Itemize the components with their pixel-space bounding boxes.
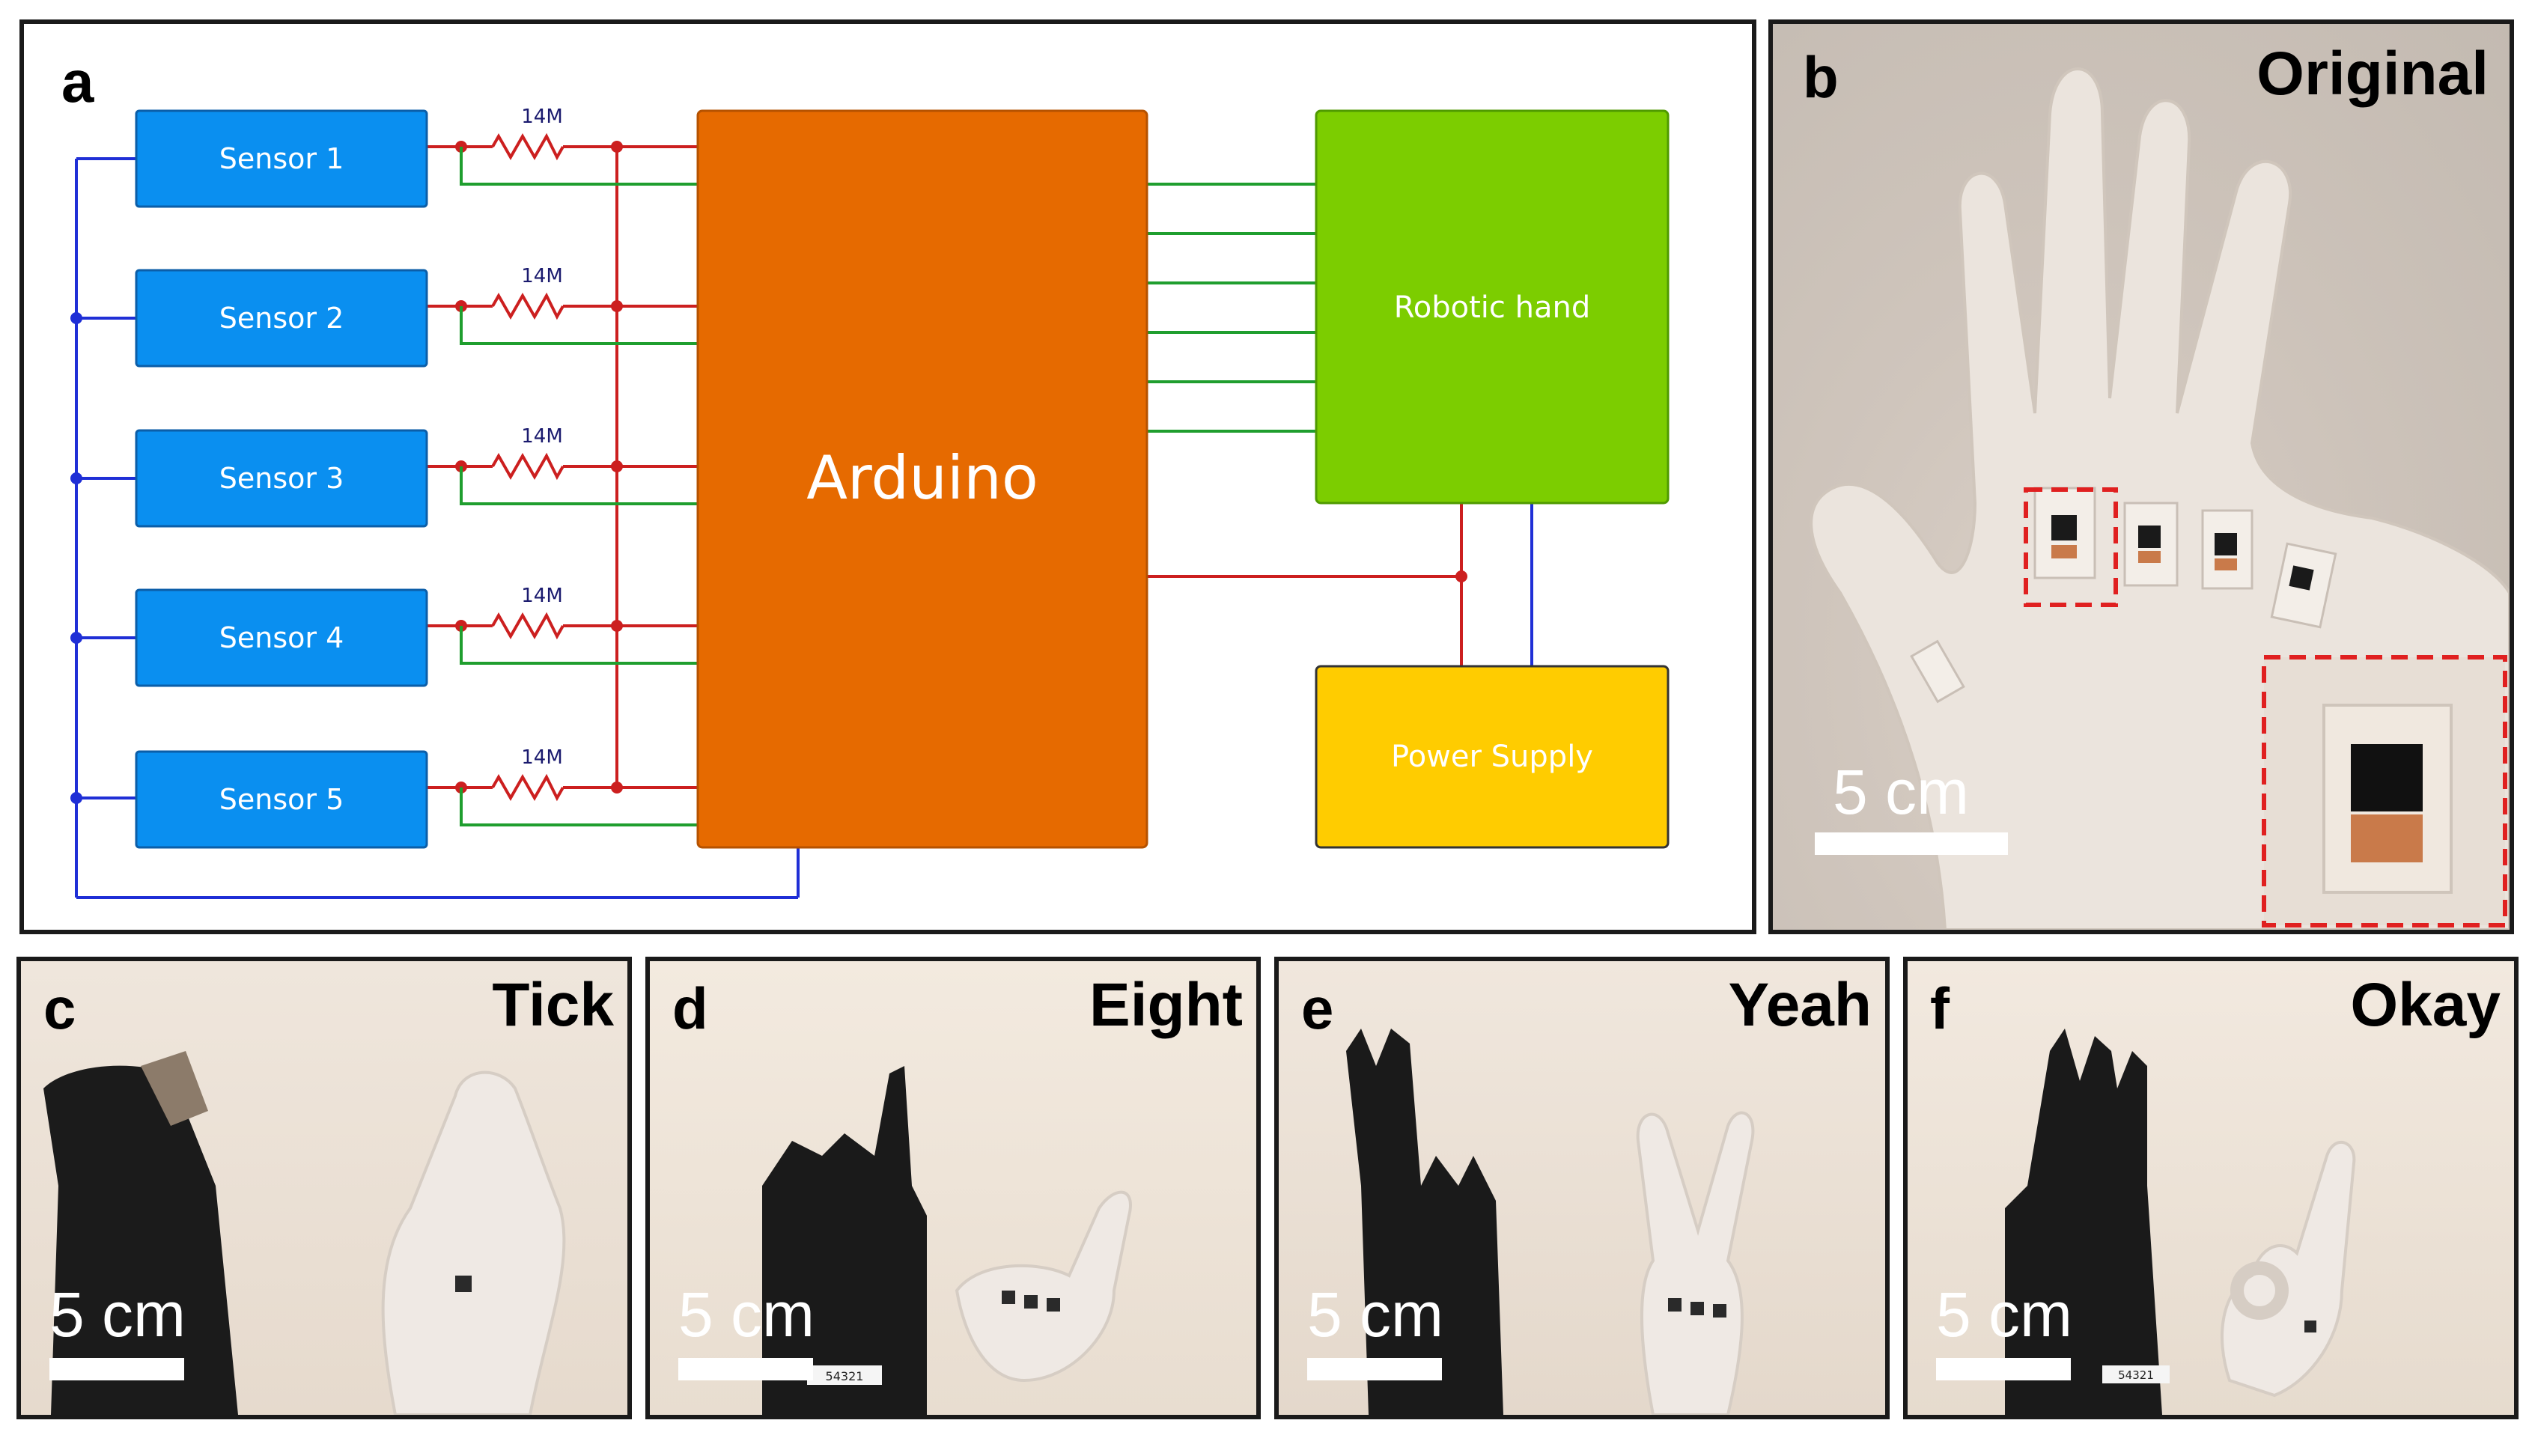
inset-zoom: [2262, 655, 2507, 927]
sensor-5-label: Sensor 5: [219, 783, 344, 816]
glove-sensor-d3: [1047, 1298, 1060, 1312]
panel-f-title: Okay: [2350, 971, 2501, 1039]
panel-d-title: Eight: [1089, 971, 1243, 1039]
panel-d-background: [650, 961, 1256, 1415]
panel-c-illustration: [43, 1051, 566, 1415]
panel-e-scale-bar: [1307, 1358, 1442, 1380]
power-supply-block: [1315, 665, 1670, 849]
robot-hand-e: [1346, 1029, 1503, 1415]
panel-a-circuit-diagram: a: [19, 19, 1756, 934]
panel-b-letter: b: [1803, 44, 1839, 110]
panel-f-letter: f: [1930, 975, 1950, 1041]
panel-c-title: Tick: [492, 971, 614, 1039]
robot-hand-f: [2005, 1029, 2162, 1415]
panel-e-scale-label: 5 cm: [1307, 1279, 1444, 1350]
glove-illustration: [1810, 67, 2510, 930]
glove-sensor-e3: [1713, 1304, 1726, 1318]
arduino-block: [696, 109, 1148, 849]
panel-b-scale-label: 5 cm: [1833, 757, 1970, 827]
panel-c-scale-label: 5 cm: [49, 1279, 186, 1350]
sensor-labels: Sensor 1 Sensor 2 Sensor 3 Sensor 4 Sens…: [219, 142, 344, 816]
robotic-hand-block: [1315, 109, 1670, 505]
resistor-label-4: 14M: [521, 585, 563, 607]
panel-d-illustration: 54321: [762, 1066, 1132, 1415]
resistor-label-2: 14M: [521, 265, 563, 287]
ok-ring-f: [2230, 1261, 2289, 1320]
sensor-chip-4: [2289, 565, 2314, 591]
circuit-diagram: 14M 14M 14M 14M 14M: [70, 106, 1670, 899]
ground-junctions: [70, 312, 82, 804]
glove-sensor-d1: [1002, 1291, 1015, 1304]
sensor-5-block: [135, 750, 428, 849]
sensor-2-block: [135, 269, 428, 368]
robot-tag-d-text: 54321: [826, 1369, 864, 1383]
resistor-label-1: 14M: [521, 106, 563, 128]
panel-b-glove-photo: b Original 5 cm: [1768, 19, 2514, 934]
robot-tag-d: [807, 1365, 882, 1385]
sensor-3-block: [135, 429, 428, 528]
panel-c-letter: c: [43, 975, 76, 1041]
panel-e-title: Yeah: [1728, 971, 1872, 1039]
sensor-1-block: [135, 109, 428, 208]
ground-bus: [75, 157, 1533, 899]
sensor-2-label: Sensor 2: [219, 302, 344, 335]
panel-f-scale-bar: [1936, 1358, 2071, 1380]
sensor-contact-1: [2051, 545, 2077, 558]
robot-hand-c: [43, 1065, 238, 1415]
sensor-chip-2: [2138, 526, 2161, 548]
glove-sensor-d2: [1024, 1295, 1038, 1309]
panel-a-letter: a: [61, 49, 94, 115]
sensor-1-label: Sensor 1: [219, 142, 344, 175]
signal-wires: [460, 147, 1316, 826]
panel-d-letter: d: [672, 975, 708, 1041]
resistor-labels: 14M 14M 14M 14M 14M: [521, 106, 563, 769]
robot-tag-f-text: 54321: [2118, 1368, 2154, 1382]
resistor-label-5: 14M: [521, 746, 563, 769]
glove-sensor-c: [455, 1276, 472, 1292]
resistor-label-3: 14M: [521, 425, 563, 448]
sensor-contact-2: [2138, 551, 2161, 563]
panel-f-okay-photo: 54321 f Okay 5 cm: [1903, 957, 2519, 1419]
panel-f-scale-label: 5 cm: [1936, 1279, 2073, 1350]
gloved-hand-e: [1636, 1111, 1755, 1415]
power-supply-label: Power Supply: [1391, 740, 1593, 774]
robotic-hand-label: Robotic hand: [1394, 290, 1590, 325]
sensor-blocks: [135, 109, 428, 849]
robot-finger-c: [141, 1051, 208, 1126]
panel-e-letter: e: [1301, 975, 1334, 1041]
panel-f-illustration: 54321: [2005, 1029, 2356, 1415]
glove-sensor-f1: [2304, 1321, 2316, 1332]
panel-e-yeah-photo: e Yeah 5 cm: [1274, 957, 1890, 1419]
sensor-patch-5: [1910, 639, 1965, 704]
panel-d-scale-bar: [678, 1358, 813, 1380]
gloved-hand-c: [381, 1070, 566, 1415]
glove-sensor-e1: [1668, 1298, 1682, 1312]
sensor-patches: [1910, 487, 2337, 704]
arduino-label: Arduino: [806, 443, 1038, 513]
sensor-chip-1: [2051, 515, 2077, 540]
sensor-chip-3: [2215, 533, 2237, 555]
robot-tag-f: [2102, 1365, 2170, 1383]
panel-b-scale-bar: [1815, 832, 2008, 855]
panel-c-scale-bar: [49, 1358, 184, 1380]
glove-sensor-e2: [1690, 1302, 1704, 1315]
sensor-3-label: Sensor 3: [219, 462, 344, 495]
panel-e-illustration: [1346, 1029, 1755, 1415]
sensor-4-label: Sensor 4: [219, 621, 344, 654]
sensor-4-block: [135, 588, 428, 687]
panel-d-eight-photo: 54321 d Eight 5 cm: [645, 957, 1261, 1419]
panel-d-scale-label: 5 cm: [678, 1279, 815, 1350]
gloved-hand-d: [955, 1190, 1132, 1383]
robot-hand-d: [762, 1066, 927, 1415]
gloved-hand-f: [2221, 1140, 2356, 1398]
panel-b-title: Original: [2256, 40, 2489, 108]
panel-c-tick-photo: c Tick 5 cm: [16, 957, 632, 1419]
sensor-contact-3: [2215, 558, 2237, 570]
